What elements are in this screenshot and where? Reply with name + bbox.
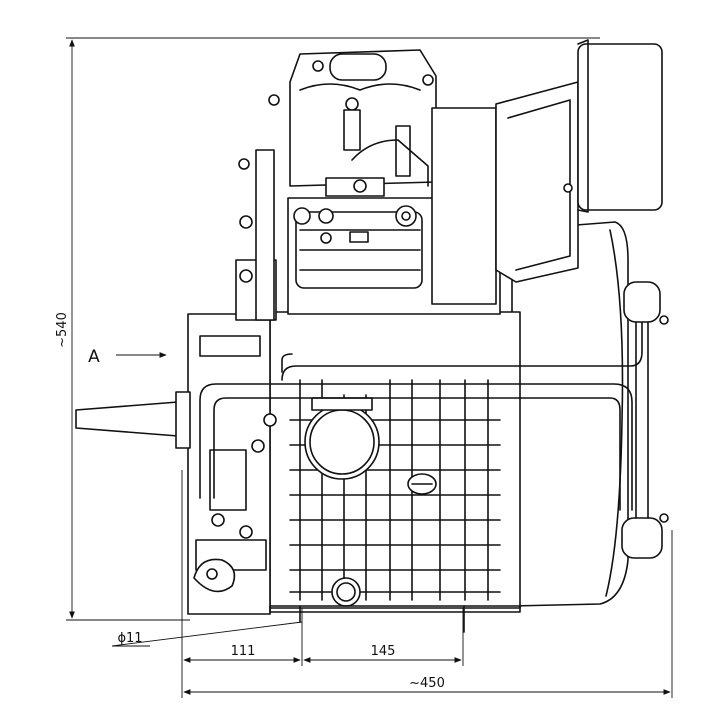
span-dimension: 145 (371, 644, 396, 659)
view-label: A (88, 347, 100, 367)
width-dimension: ~450 (409, 676, 445, 691)
height-dimension: ~540 (55, 312, 70, 348)
offset-dimension: 111 (231, 644, 256, 659)
shaft-diameter-label: ϕ11 (117, 631, 142, 646)
dimension-labels: ~540 ~450 111 145 ϕ11 A (55, 312, 445, 691)
dimension-lines (66, 37, 673, 698)
engine-body (75, 39, 669, 633)
